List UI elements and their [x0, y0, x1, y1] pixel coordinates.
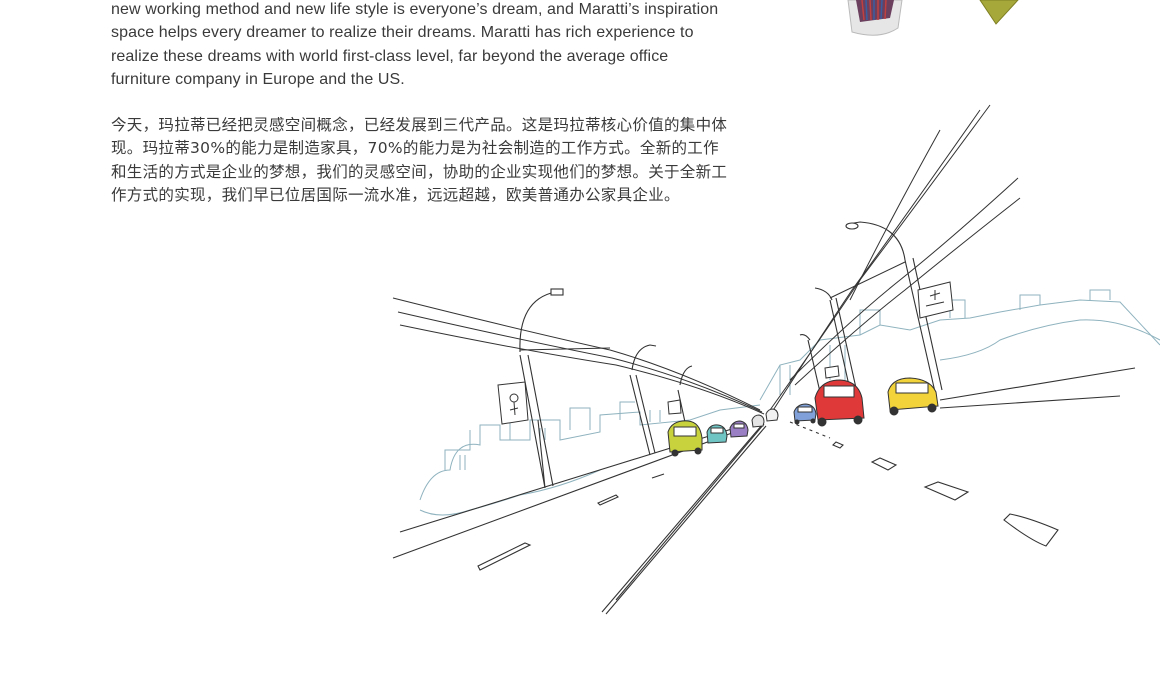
skyline-right [759, 289, 1160, 401]
green-triangle-decoration [979, 0, 1019, 25]
car-purple [729, 420, 749, 438]
pencil-cup-decoration [847, 0, 903, 36]
car-yellow-green-left [667, 420, 703, 457]
pole-banners [497, 281, 954, 425]
car-yellow [887, 377, 939, 416]
car-red [814, 379, 865, 427]
road-lines [392, 367, 1136, 615]
chinese-paragraph: 今天，玛拉蒂已经把灵感空间概念，已经发展到三代产品。这是玛拉蒂核心价值的集中体现… [111, 116, 728, 205]
overhead-wires [392, 104, 1021, 415]
street-poles [519, 221, 943, 489]
english-paragraph: new working method and new life style is… [111, 1, 719, 88]
car-teal [706, 424, 728, 444]
car-blue [793, 403, 817, 425]
skyline-left [419, 401, 761, 516]
car-small-far [751, 408, 779, 428]
